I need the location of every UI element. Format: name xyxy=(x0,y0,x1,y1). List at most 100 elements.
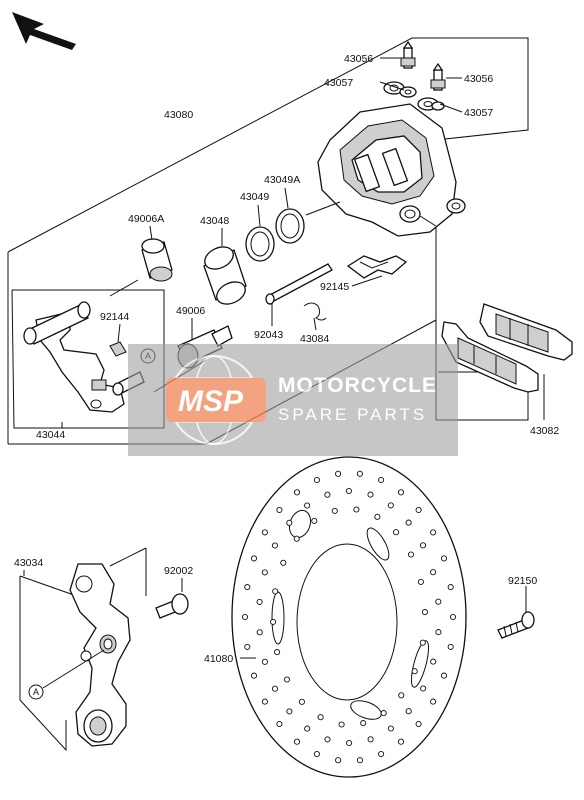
pad-spring-92145 xyxy=(346,255,408,279)
disc-vent-hole xyxy=(353,506,360,513)
disc-vent-hole xyxy=(345,487,352,495)
piston-43048 xyxy=(203,246,247,305)
disc-vent-hole xyxy=(293,535,300,542)
watermark: MSP MOTORCYCLE SPARE PARTS xyxy=(128,344,458,456)
leader-lines xyxy=(61,57,545,428)
label-43049: 43049 xyxy=(240,191,269,203)
bleeder-valve-left xyxy=(400,40,416,69)
disc-vent-hole xyxy=(419,542,427,549)
watermark-line2: SPARE PARTS xyxy=(278,405,427,424)
disc-vent-hole xyxy=(374,513,381,520)
disc-vent-hole xyxy=(241,613,249,621)
disc-vent-hole xyxy=(331,507,338,514)
disc-vent-hole xyxy=(447,584,454,591)
disc-vent-hole xyxy=(250,555,258,562)
holder-43034 xyxy=(19,547,147,752)
label-49006A: 49006A xyxy=(128,213,164,225)
disc-vent-hole xyxy=(261,569,268,576)
disc-vent-hole xyxy=(407,551,415,558)
disc-vent-hole xyxy=(447,643,454,650)
disc-vent-hole xyxy=(430,658,437,665)
disc-vent-hole xyxy=(430,698,437,705)
disc-vent-hole xyxy=(360,720,367,727)
disc-vent-hole xyxy=(261,529,268,536)
label-92150: 92150 xyxy=(508,575,537,587)
disc-vent-hole xyxy=(324,736,331,743)
label-43056-left: 43056 xyxy=(344,53,373,65)
pin-92043 xyxy=(265,263,333,305)
disc-vent-hole xyxy=(317,714,324,721)
disc-vent-hole xyxy=(367,736,374,743)
disc-vent-hole xyxy=(261,658,268,665)
disc-vent-hole xyxy=(286,519,293,526)
label-92144: 92144 xyxy=(100,311,129,323)
label-43082: 43082 xyxy=(530,425,559,437)
disc-vent-hole xyxy=(335,757,342,764)
disc-vent-hole xyxy=(293,489,301,496)
label-43048: 43048 xyxy=(200,215,229,227)
bleeder-valve-right xyxy=(430,62,446,91)
disc-vent-hole xyxy=(378,750,385,758)
disc-vent-hole xyxy=(276,506,283,514)
bleeder-cap-left xyxy=(399,86,417,98)
reference-marker-a-bottom: A xyxy=(28,649,105,700)
label-43057-left: 43057 xyxy=(324,77,353,89)
label-43034: 43034 xyxy=(14,557,43,569)
disc-vent-hole xyxy=(304,725,311,732)
disc-vent-hole xyxy=(244,643,251,650)
disc-vent-hole xyxy=(313,750,320,758)
boot-49006A xyxy=(141,238,173,282)
disc-vent-hole xyxy=(356,470,363,477)
disc-vent-hole xyxy=(419,639,426,646)
arrow-up-left-icon xyxy=(12,12,76,50)
watermark-line1: MOTORCYCLE xyxy=(278,374,437,397)
disc-vent-hole xyxy=(405,519,412,526)
disc-vent-hole xyxy=(276,720,283,728)
svg-text:A: A xyxy=(33,687,39,697)
disc-vent-hole xyxy=(435,598,442,605)
clip-43084 xyxy=(303,302,327,321)
disc-vent-hole xyxy=(440,555,448,562)
disc-vent-hole xyxy=(415,506,422,514)
disc-vent-hole xyxy=(256,629,263,636)
disc-vent-hole xyxy=(271,685,279,692)
disc-vent-hole xyxy=(293,738,301,745)
clip-92144 xyxy=(109,341,127,357)
disc-vent-hole xyxy=(346,739,353,747)
label-49006: 49006 xyxy=(176,305,205,317)
disc-vent-hole xyxy=(274,649,281,656)
disc-vent-hole xyxy=(435,629,442,636)
disc-vent-hole xyxy=(304,502,311,509)
disc-vent-hole xyxy=(417,578,424,585)
disc-vent-hole xyxy=(244,584,251,591)
disc-vent-hole xyxy=(338,721,345,728)
disc-vent-hole xyxy=(421,609,428,616)
label-43084: 43084 xyxy=(300,333,329,345)
disc-vent-hole xyxy=(440,672,448,679)
disc-vent-hole xyxy=(397,738,405,745)
disc-vent-hole xyxy=(298,698,305,705)
disc-vent-hole xyxy=(250,672,258,679)
seal-43049 xyxy=(245,226,275,262)
disc-vent-hole xyxy=(380,710,387,717)
disc-vent-hole xyxy=(311,517,318,524)
brake-disc-41080 xyxy=(231,456,467,778)
disc-vent-hole xyxy=(356,757,363,764)
disc-vent-hole xyxy=(430,569,437,576)
disc-vent-hole xyxy=(272,588,279,595)
bolt-92002 xyxy=(155,578,189,619)
label-43044: 43044 xyxy=(36,429,65,441)
watermark-logo-badge xyxy=(166,378,266,422)
disc-vent-hole xyxy=(397,489,405,496)
bracket-43044 xyxy=(23,301,125,413)
label-43056-right: 43056 xyxy=(464,73,493,85)
disc-vent-hole xyxy=(324,491,331,498)
disc-vent-hole xyxy=(271,542,278,549)
disc-vent-hole xyxy=(261,698,268,705)
disc-vent-hole xyxy=(313,476,320,484)
label-43049A: 43049A xyxy=(264,174,300,186)
label-92043: 92043 xyxy=(254,329,283,341)
disc-vent-hole xyxy=(420,685,427,692)
disc-vent-hole xyxy=(415,720,422,728)
